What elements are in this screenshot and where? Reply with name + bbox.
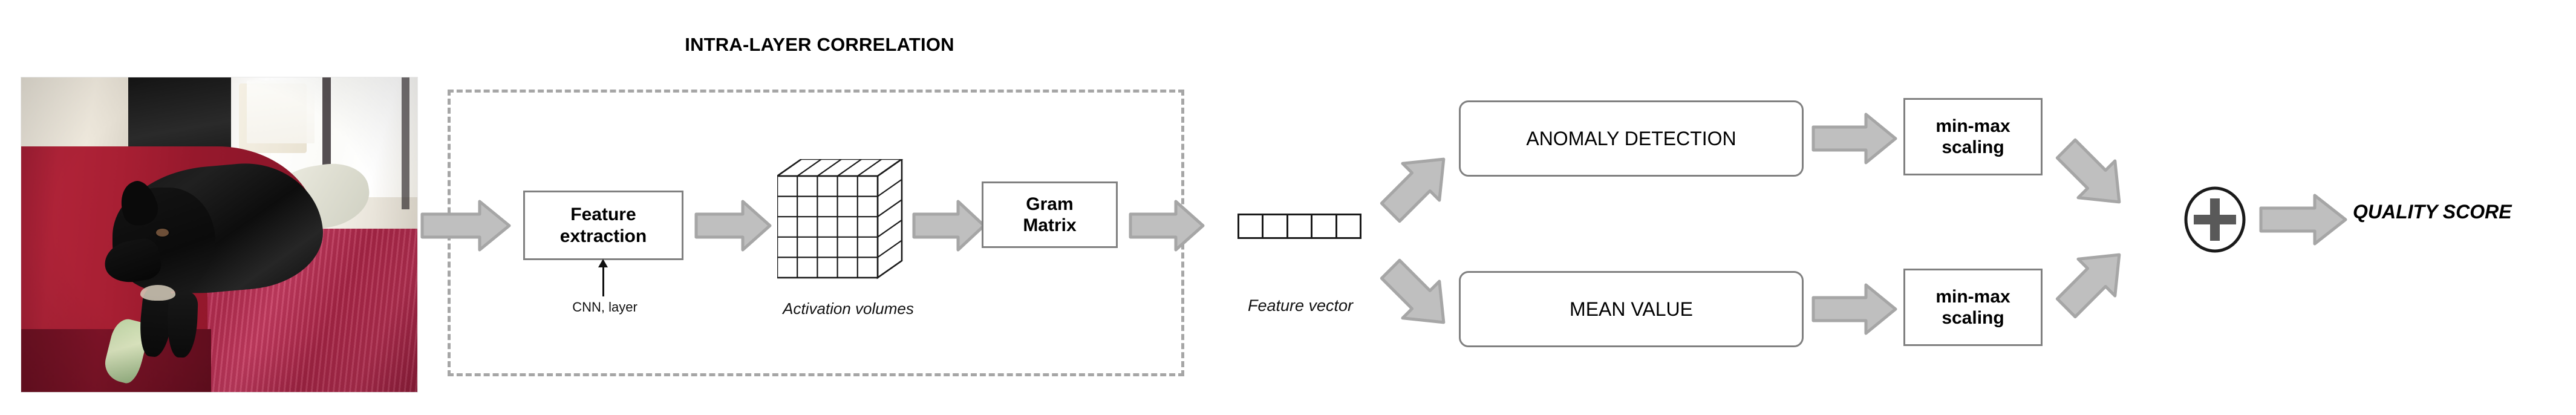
cnn-layer-arrow-stem — [602, 261, 604, 296]
feature-vector-cell — [1239, 215, 1264, 237]
photo-notepad — [247, 80, 315, 144]
min-max-scaling-top-label: min-max scaling — [1935, 116, 2010, 158]
feature-extraction-box[interactable]: Feature extraction — [523, 191, 683, 260]
gram-matrix-line2: Matrix — [1023, 215, 1077, 235]
gram-matrix-label: Gram Matrix — [1023, 194, 1076, 237]
arrow-feature-extraction-to-activation-volumes — [694, 200, 772, 252]
arrow-mean-value-to-min-max-scaling — [1811, 283, 1897, 335]
page-title: INTRA-LAYER CORRELATION — [685, 34, 954, 55]
arrow-feature-vector-to-mean-value — [1378, 257, 1456, 335]
photo-dog-chest-patch — [140, 285, 176, 301]
min-max-scaling-bottom-label: min-max scaling — [1935, 286, 2010, 329]
quality-score-output-label: QUALITY SCORE — [2353, 201, 2512, 223]
activation-volumes-cube — [777, 159, 916, 289]
input-image — [21, 77, 417, 392]
feature-vector-cells — [1237, 214, 1361, 239]
photo-vignette — [21, 77, 417, 392]
gram-matrix-line1: Gram — [1026, 194, 1074, 214]
mean-value-label: MEAN VALUE — [1570, 298, 1693, 320]
min-max-top-line2: scaling — [1942, 137, 2004, 157]
anomaly-detection-label: ANOMALY DETECTION — [1526, 127, 1736, 149]
feature-vector-cell — [1337, 215, 1360, 237]
arrow-gram-matrix-to-feature-vector — [1129, 200, 1205, 252]
anomaly-detection-box[interactable]: ANOMALY DETECTION — [1459, 100, 1804, 177]
min-max-bottom-line1: min-max — [1935, 286, 2010, 307]
feature-vector-cell — [1288, 215, 1313, 237]
feature-extraction-line1: Feature — [570, 204, 636, 225]
photo-window-frame-2 — [401, 77, 409, 210]
mean-value-box[interactable]: MEAN VALUE — [1459, 271, 1804, 347]
feature-vector-label: Feature vector — [1247, 296, 1354, 315]
arrow-activation-volumes-to-gram-matrix — [912, 200, 986, 252]
min-max-bottom-line2: scaling — [1942, 308, 2004, 328]
arrow-min-max-top-to-sum — [2053, 136, 2132, 215]
feature-vector-cell — [1312, 215, 1337, 237]
activation-volumes-label: Activation volumes — [783, 299, 914, 318]
cnn-layer-annotation: CNN, layer — [572, 299, 637, 315]
sum-operator-icon — [2183, 186, 2246, 253]
arrow-image-to-feature-extraction — [420, 200, 511, 252]
feature-vector-cell — [1264, 215, 1288, 237]
arrow-anomaly-detection-to-min-max-scaling — [1811, 113, 1897, 165]
arrow-min-max-bottom-to-sum — [2053, 242, 2132, 321]
arrow-feature-vector-to-anomaly-detection — [1378, 146, 1456, 225]
min-max-top-line1: min-max — [1935, 116, 2010, 136]
feature-extraction-line2: extraction — [559, 226, 647, 246]
arrow-sum-to-quality-score — [2259, 194, 2347, 246]
min-max-scaling-box-top[interactable]: min-max scaling — [1903, 98, 2043, 175]
min-max-scaling-box-bottom[interactable]: min-max scaling — [1903, 269, 2043, 346]
gram-matrix-box[interactable]: Gram Matrix — [982, 181, 1118, 248]
photo-dog-eye — [155, 228, 169, 237]
feature-extraction-label: Feature extraction — [560, 204, 647, 247]
